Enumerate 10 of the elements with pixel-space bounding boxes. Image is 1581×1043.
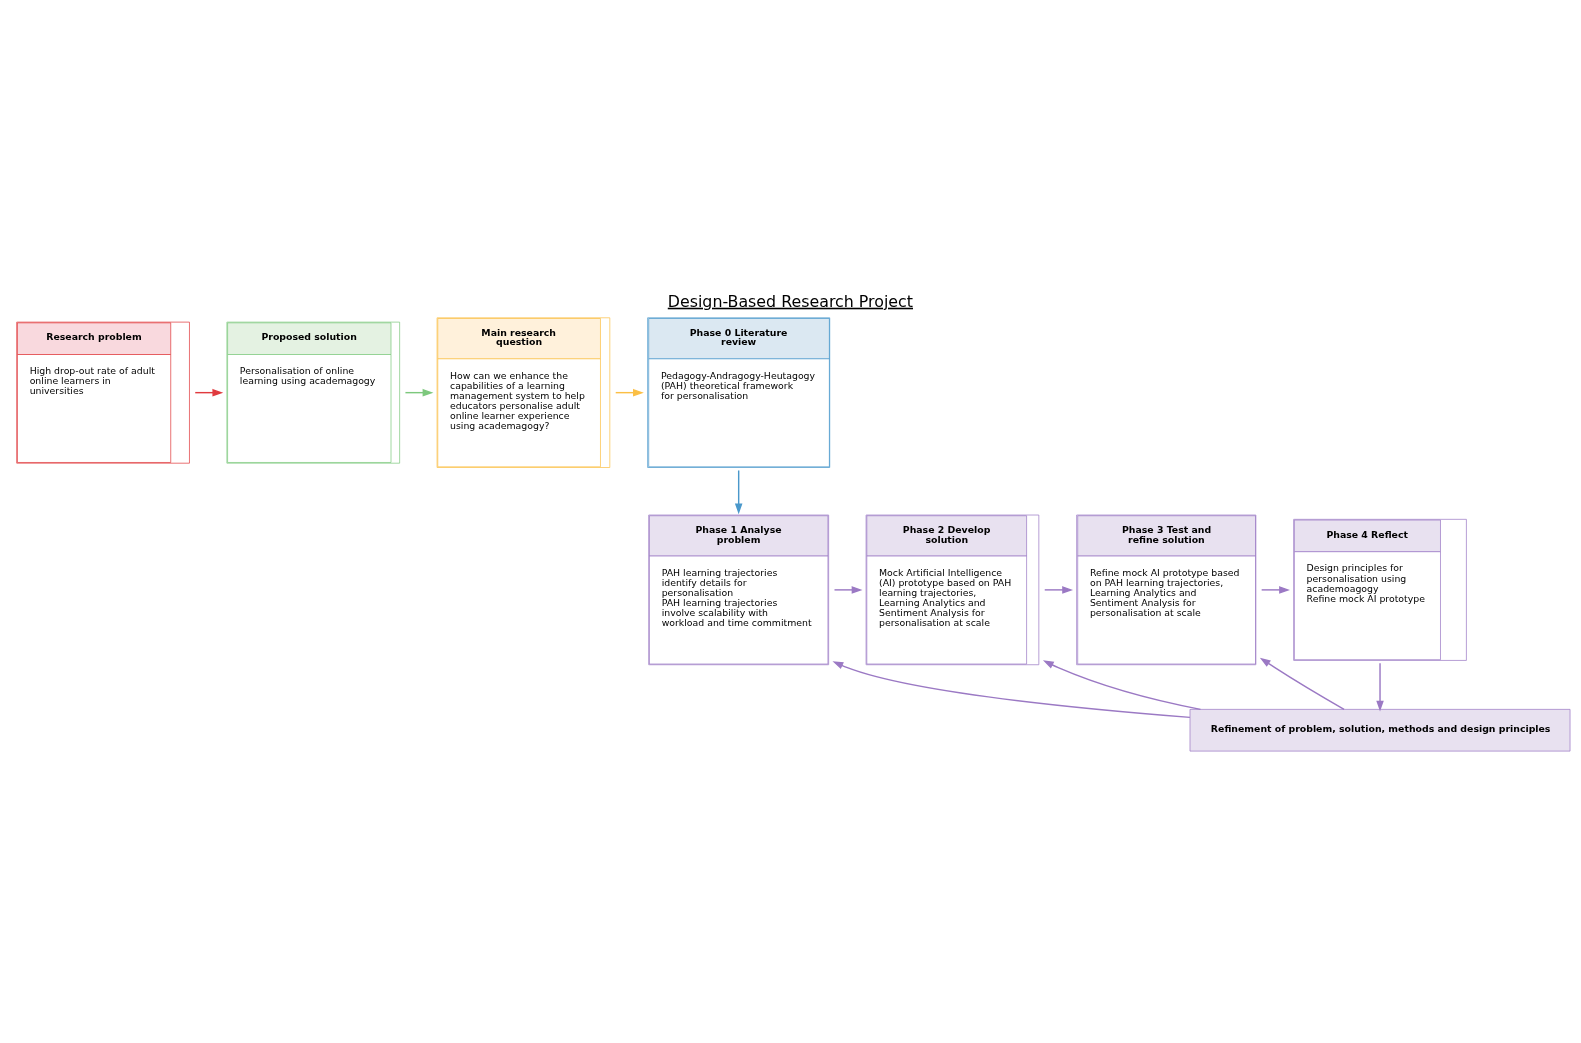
arrow (1260, 586, 1290, 594)
arrow (1044, 586, 1074, 594)
arrow (832, 661, 1191, 719)
arrow (1042, 660, 1202, 711)
arrow (833, 586, 863, 594)
arrow (1259, 657, 1345, 711)
node-box: Refinement of problem, solution, methods and design principles (1189, 709, 1571, 752)
arrow (734, 469, 743, 515)
diagram-title: Design-Based Research Project (667, 291, 913, 311)
arrow (1376, 662, 1384, 712)
